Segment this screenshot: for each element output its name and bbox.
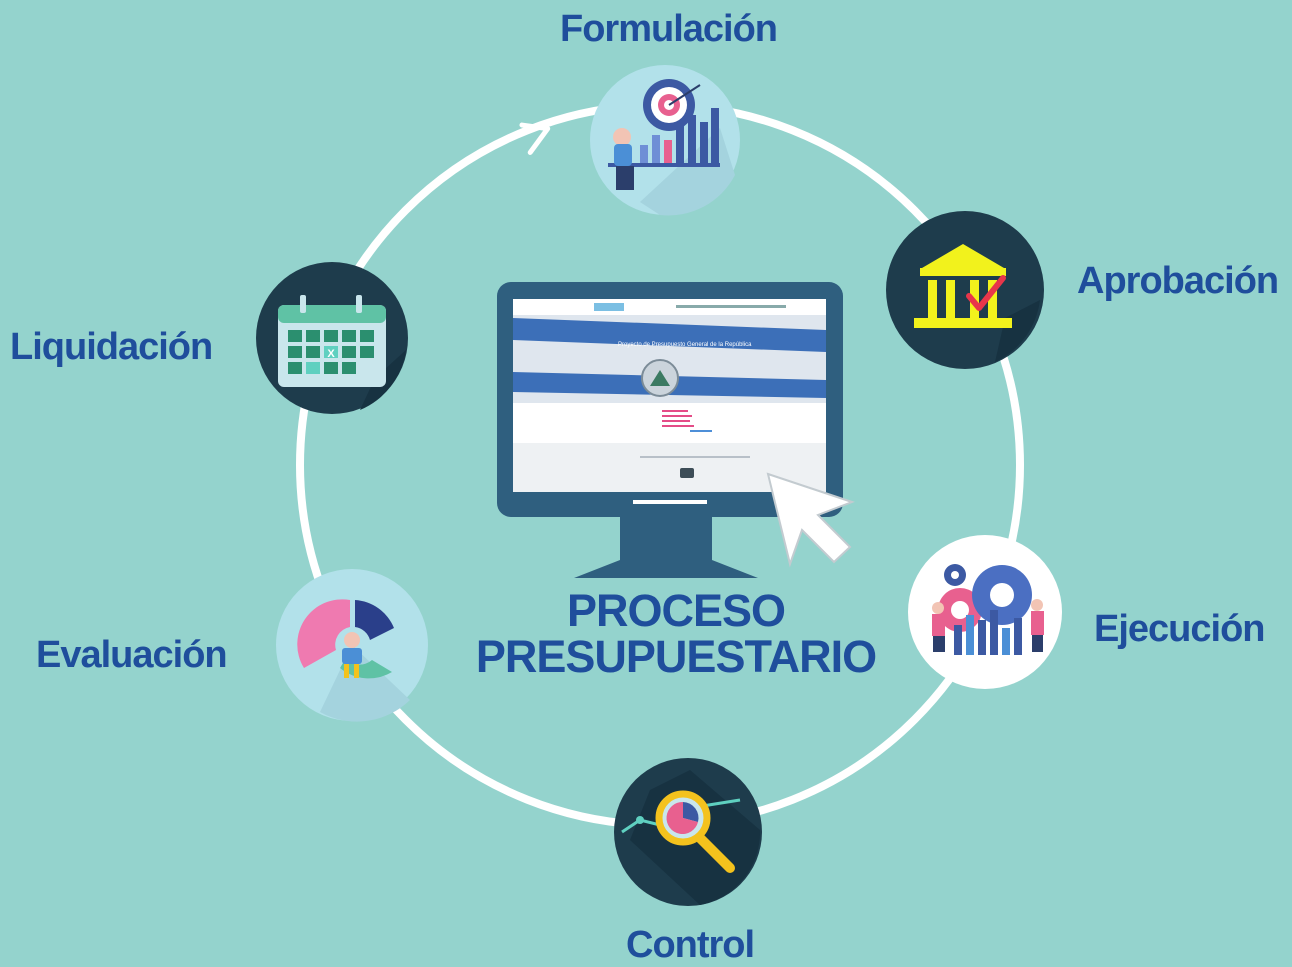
svg-text:Proyecto de Presupuesto Genera: Proyecto de Presupuesto General de la Re… <box>618 342 752 348</box>
monitor-illustration: Proyecto de Presupuesto General de la Re… <box>497 282 855 578</box>
label-evaluacion: Evaluación <box>36 634 228 676</box>
calendar-icon: X <box>256 262 408 414</box>
diagram-center-title: PROCESO PRESUPUESTARIO <box>466 588 886 680</box>
label-formulacion: Formulación <box>560 8 778 50</box>
label-liquidacion: Liquidación <box>10 326 213 368</box>
government-building-check-icon <box>886 211 1044 369</box>
donut-chart-person-icon <box>276 569 428 722</box>
svg-text:X: X <box>327 348 335 360</box>
cycle-arrow-head <box>519 122 551 155</box>
label-aprobacion: Aprobación <box>1077 260 1279 302</box>
label-control: Control <box>626 924 755 966</box>
center-title-line2: PRESUPUESTARIO <box>475 631 877 682</box>
target-chart-icon <box>590 65 740 216</box>
center-title-line1: PROCESO <box>566 585 786 636</box>
gears-team-icon <box>908 535 1062 689</box>
label-ejecucion: Ejecución <box>1094 608 1265 650</box>
magnifier-pie-chart-icon <box>614 758 762 906</box>
